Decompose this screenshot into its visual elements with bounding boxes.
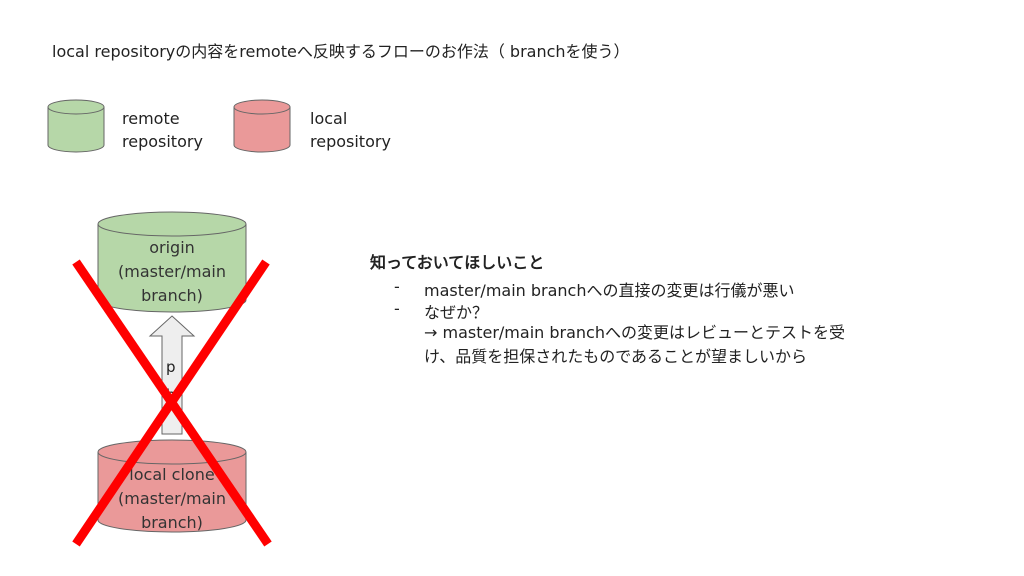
legend-remote-line2: repository: [122, 132, 203, 151]
legend-remote-label: remote repository: [122, 107, 203, 153]
local-clone-label-line3: branch): [141, 513, 203, 532]
origin-cylinder: [97, 211, 247, 313]
bullet-text: master/main branchへの直接の変更は行儀が悪い: [424, 281, 795, 300]
origin-label-line2: (master/main: [117, 262, 227, 281]
svg-text:p: p: [166, 358, 176, 376]
notes-reason-line2: け、品質を担保されたものであることが望ましいから: [424, 347, 808, 366]
legend-local-cylinder-icon: [233, 99, 291, 153]
notes-reason-line1: → master/main branchへの変更はレビューとテストを受: [424, 323, 845, 342]
legend-local-line1: local: [310, 109, 348, 128]
bullet-text: なぜか？: [424, 303, 489, 322]
bullet-dash: -: [394, 299, 400, 318]
local-clone-label-line2: (master/main: [117, 489, 227, 508]
bullet-dash: -: [394, 277, 400, 296]
legend-local-line2: repository: [310, 132, 391, 151]
origin-label: origin (master/main branch): [98, 236, 246, 308]
origin-label-line1: origin: [149, 238, 195, 257]
page-title: local repositoryの内容をremoteへ反映するフローのお作法（ …: [52, 42, 630, 61]
legend-remote-cylinder-icon: [47, 99, 105, 153]
origin-label-line3: branch): [141, 286, 203, 305]
notes-heading: 知っておいてほしいこと: [370, 253, 545, 272]
legend-local-label: local repository: [310, 107, 391, 153]
legend-remote-line1: remote: [122, 109, 180, 128]
local-clone-label-line1: local clone: [129, 465, 215, 484]
local-clone-label: local clone (master/main branch): [98, 463, 246, 535]
